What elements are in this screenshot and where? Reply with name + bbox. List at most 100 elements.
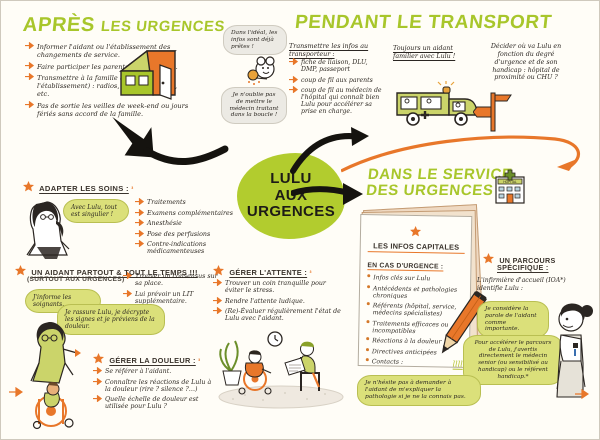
bottom-bubble-text: Je n'hésite pas à demander à l'aidant de…: [365, 380, 466, 400]
apres-title-rest: LES URGENCES: [100, 19, 226, 35]
decor-arrow-icon: [9, 387, 23, 397]
arrow-icon: [135, 198, 144, 206]
list-item-text: Trouver un coin tranquille pour éviter l…: [225, 280, 326, 294]
transport-bubble-top: Dans l'idéal, les infos sont déjà prêtes…: [223, 25, 287, 56]
arrow-icon: [93, 377, 102, 385]
arrow-icon: [93, 395, 102, 403]
list-item: fiche de liaison, DLU, DMP, passeport: [289, 58, 385, 73]
attente-title: GÉRER L'ATTENTE :: [229, 268, 308, 277]
apres-title-strong: APRÈS: [21, 14, 97, 36]
transport-bubble-top-text: Dans l'idéal, les infos sont déjà prêtes…: [231, 30, 278, 50]
ambulance-icon: [396, 81, 478, 126]
list-item-text: Contre-indications médicamenteuses: [147, 241, 207, 255]
list-item-text: Lui prévoir un LIT supplémentaire.: [135, 290, 194, 305]
douleur-bullet-list: Se référer à l'aidant. Connaître les réa…: [93, 367, 213, 414]
list-item: Trouver un consensus sur sa place.: [123, 272, 219, 287]
list-item-text: Pose des perfusions: [147, 230, 211, 238]
apres-title: APRÈS LES URGENCES: [21, 14, 226, 36]
house-icon: [118, 50, 177, 100]
arrow-icon: [289, 86, 298, 94]
star-icon: [409, 222, 421, 237]
list-item-text: Infos clés sur Lulu: [373, 274, 431, 283]
aidant-title-row: UN AIDANT PARTOUT & TOUT LE TEMPS !!!: [15, 265, 198, 277]
center-line-3: URGENCES: [246, 203, 336, 221]
transport-note-title: Transmettre les infos au transporteur :: [289, 42, 369, 58]
infos-title-line-2: EN CAS D'URGENCE :: [367, 262, 444, 272]
list-item: Pose des perfusions: [135, 229, 245, 238]
list-item: Rendre l'attente ludique.: [213, 296, 341, 305]
parcours-title-line-1: UN PARCOURS: [499, 256, 556, 265]
bullet-dot-icon: [366, 302, 370, 306]
list-item-text: (Re)-Évaluer régulièrement l'état de Lul…: [225, 308, 341, 322]
bullet-dot-icon: [367, 274, 371, 278]
list-item-text: Faire participer les parents aux décisio…: [37, 62, 178, 71]
list-item: Lui prévoir un LIT supplémentaire.: [123, 289, 219, 305]
list-item-text: Transmettre à la famille (ou à l'établis…: [37, 74, 178, 98]
list-item: coup de fil au médecin de l'hôpital qui …: [289, 86, 385, 115]
aidant-bubble-2-text: Je rassure Lulu, je décrypte les signes …: [65, 309, 155, 331]
list-item-text: coup de fil aux parents: [301, 76, 373, 84]
douleur-title-row: GÉRER LA DOULEUR : ³: [93, 353, 200, 365]
list-item: Trouver un coin tranquille pour éviter l…: [213, 279, 341, 294]
arrow-icon: [213, 307, 222, 315]
list-item-text: Se référer à l'aidant.: [105, 368, 172, 375]
road-curve: [341, 135, 581, 173]
list-item: (Re)-Évaluer régulièrement l'état de Lul…: [213, 307, 341, 322]
list-item: Contre-indications médicamenteuses: [135, 240, 245, 255]
section-apres-les-urgences: APRÈS LES URGENCES: [21, 14, 226, 36]
star-icon: [483, 253, 494, 264]
list-item: Traitements: [135, 198, 245, 206]
list-item: Transmettre à la famille (ou à l'établis…: [25, 73, 190, 98]
pencil-icon: [441, 291, 487, 354]
aidant-bubble-1-text: J'informe les soignants.: [33, 294, 72, 309]
bullet-dot-icon: [367, 284, 371, 288]
star-icon: [213, 265, 224, 276]
star-icon: [15, 265, 26, 276]
arrow-icon: [289, 58, 298, 66]
star-icon: [23, 181, 34, 192]
arrow-icon: [135, 229, 144, 237]
douleur-title: GÉRER LA DOULEUR :: [109, 356, 196, 365]
arrow-icon: [135, 208, 144, 216]
mouse-character-icon: [247, 56, 275, 85]
list-item-text: Anesthésie: [147, 220, 182, 227]
list-item-text: Traitements: [147, 199, 186, 206]
transport-bubble-bottom-text: Je n'oublie pas de mettre le médecin tra…: [229, 92, 279, 119]
arrow-icon: [25, 100, 34, 108]
bullet-dot-icon: [365, 358, 369, 362]
parcours-bubble-2: Pour accélérer le parcours de Lulu, j'av…: [463, 335, 563, 386]
transport-bubble-bottom: Je n'oublie pas de mettre le médecin tra…: [221, 87, 287, 125]
attente-bullet-list: Trouver un coin tranquille pour éviter l…: [213, 279, 341, 326]
parcours-bubble-1-text: Je considère la parole de l'aidant comme…: [485, 306, 537, 333]
aidant-bubble-2: Je rassure Lulu, je décrypte les signes …: [57, 304, 165, 336]
transport-title: PENDANT LE TRANSPORT: [293, 12, 554, 33]
adapter-bubble: Avec Lulu, tout est singulier !: [63, 199, 129, 224]
arrow-icon: [213, 279, 222, 287]
transport-note-far-right-text: Décider où va Lulu en fonction du degré …: [490, 43, 562, 82]
list-item: Faire participer les parents aux décisio…: [25, 61, 190, 71]
nurse-avatar: [26, 201, 70, 259]
list-item-text: Examens complémentaires: [147, 209, 233, 217]
ioa-nurse-avatar: [556, 303, 593, 398]
arrow-icon: [135, 219, 144, 227]
list-item-text: Connaître les réactions de Lulu à la dou…: [105, 378, 212, 393]
infos-title-line-1: LES INFOS CAPITALES: [367, 241, 465, 254]
aidant-title: UN AIDANT PARTOUT & TOUT LE TEMPS !!!: [31, 268, 198, 277]
parent-avatar: [30, 321, 81, 430]
list-item: Infos clés sur Lulu: [367, 274, 464, 283]
adapter-soins-title: ADAPTER LES SOINS :: [39, 184, 129, 193]
transport-bullet-list: fiche de liaison, DLU, DMP, passeport co…: [289, 58, 385, 119]
transport-note-right-text: Toujours un aidant familier avec Lulu !: [393, 45, 456, 60]
list-item: Se référer à l'aidant.: [93, 367, 213, 375]
list-item-text: Informer l'aidant ou l'établissement des…: [37, 43, 171, 59]
arrow-icon: [93, 367, 102, 375]
list-item-text: Pas de sortie les veilles de week-end ou…: [37, 101, 189, 118]
parcours-bubble-1: Je considère la parole de l'aidant comme…: [477, 301, 549, 339]
list-item: Anesthésie: [135, 219, 245, 227]
hospital-label: HÔPITAL: [503, 179, 517, 184]
arrow-icon: [123, 272, 132, 280]
aidant-bullet-list: Trouver un consensus sur sa place. Lui p…: [123, 272, 219, 308]
bottom-bubble: Je n'hésite pas à demander à l'aidant de…: [357, 375, 481, 406]
list-item: coup de fil aux parents: [289, 75, 385, 84]
